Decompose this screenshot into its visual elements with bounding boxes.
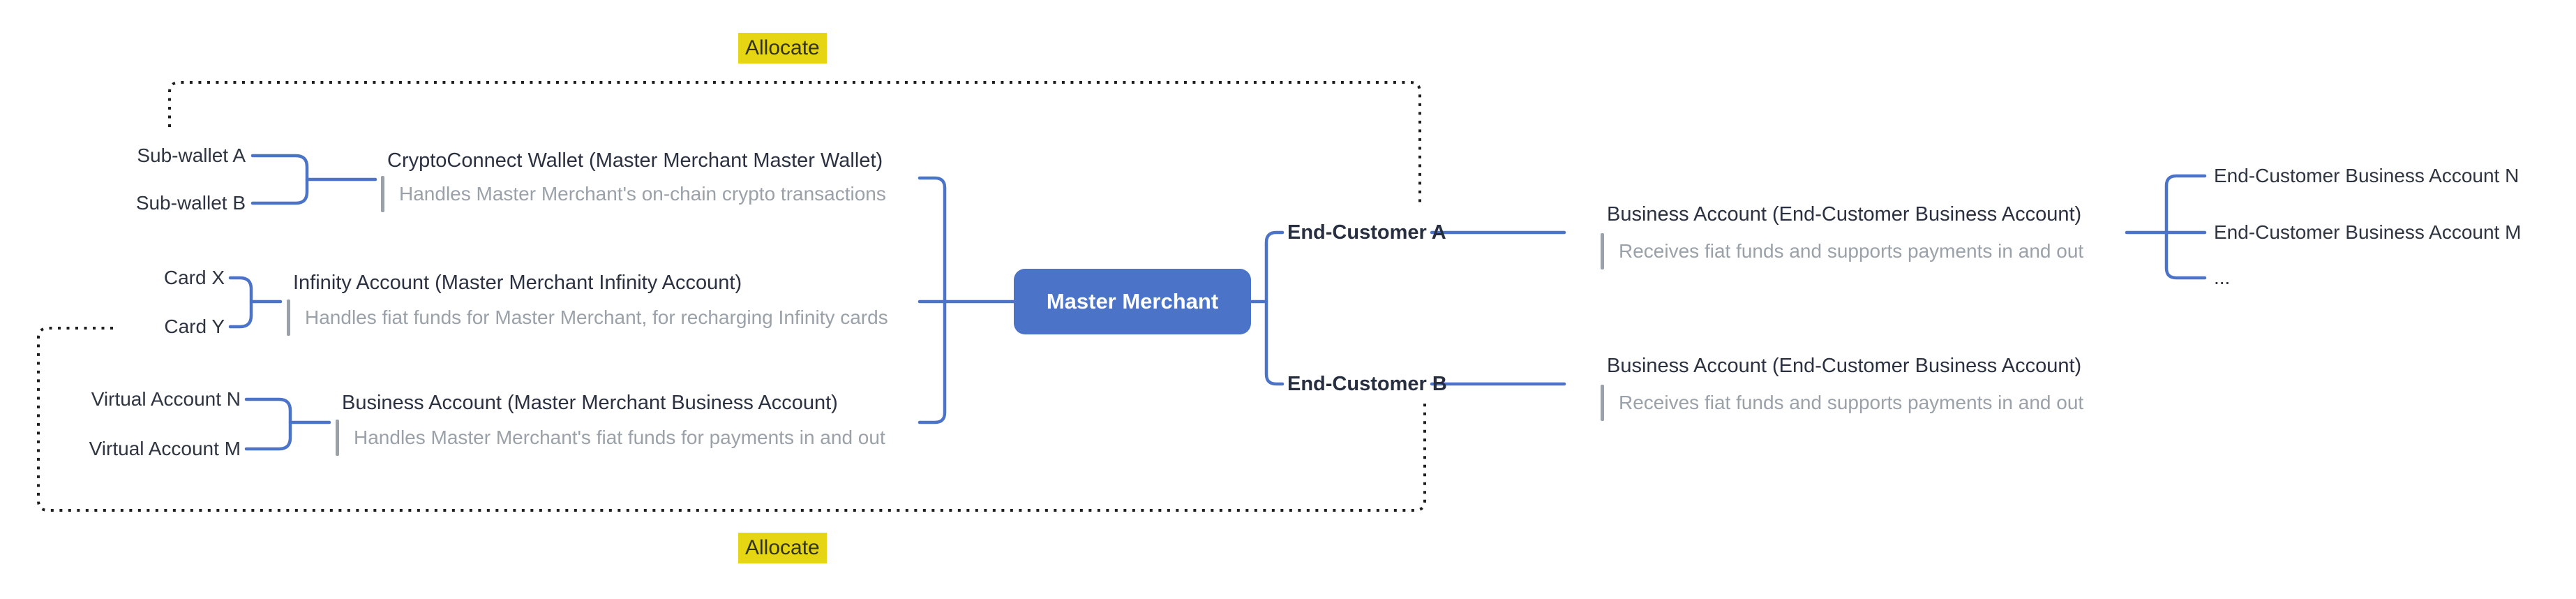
right-main-bracket: [1264, 230, 1285, 386]
allocate-label-bottom[interactable]: Allocate: [738, 533, 827, 563]
node-end-customer-a[interactable]: End-Customer A: [1287, 221, 1446, 244]
dotted-allocate-bottom-line: [37, 327, 1426, 512]
node-mm-business-account-title[interactable]: Business Account (Master Merchant Busine…: [342, 392, 838, 414]
node-end-customer-b[interactable]: End-Customer B: [1287, 373, 1447, 395]
node-ec-a-business-account-title[interactable]: Business Account (End-Customer Business …: [1607, 203, 2082, 225]
node-mm-business-account-subtitle: Handles Master Merchant's fiat funds for…: [354, 427, 885, 448]
node-virtual-account-n[interactable]: Virtual Account N: [91, 388, 241, 410]
subtitle-bar: [381, 176, 384, 212]
node-ec-business-account-ellipsis[interactable]: ...: [2214, 267, 2231, 288]
subaccounts-bracket: [2164, 174, 2207, 280]
node-card-y[interactable]: Card Y: [164, 316, 225, 337]
node-ec-a-business-account-subtitle: Receives fiat funds and supports payment…: [1619, 240, 2084, 262]
node-master-merchant[interactable]: Master Merchant: [1014, 269, 1251, 334]
master-merchant-label: Master Merchant: [1046, 289, 1219, 313]
node-ec-business-account-m[interactable]: End-Customer Business Account M: [2214, 221, 2522, 243]
subtitle-bar: [1601, 233, 1604, 269]
node-infinity-account-title[interactable]: Infinity Account (Master Merchant Infini…: [293, 272, 742, 294]
dotted-allocate-top-line: [168, 81, 1421, 205]
node-cryptoconnect-wallet-subtitle: Handles Master Merchant's on-chain crypt…: [399, 183, 886, 205]
subwallet-bracket: [250, 154, 309, 205]
node-cryptoconnect-wallet-title[interactable]: CryptoConnect Wallet (Master Merchant Ma…: [387, 149, 883, 172]
node-ec-b-business-account-subtitle: Receives fiat funds and supports payment…: [1619, 392, 2084, 413]
subtitle-bar: [287, 300, 290, 336]
node-infinity-account-subtitle: Handles fiat funds for Master Merchant, …: [305, 306, 888, 328]
allocate-label-top[interactable]: Allocate: [738, 33, 827, 64]
card-bracket: [228, 276, 253, 329]
virtual-account-bracket: [244, 397, 292, 451]
node-ec-business-account-n[interactable]: End-Customer Business Account N: [2214, 165, 2519, 186]
node-ec-b-business-account-title[interactable]: Business Account (End-Customer Business …: [1607, 355, 2082, 377]
node-sub-wallet-a[interactable]: Sub-wallet A: [137, 145, 246, 166]
subtitle-bar: [1601, 385, 1604, 421]
node-virtual-account-m[interactable]: Virtual Account M: [89, 438, 241, 459]
node-card-x[interactable]: Card X: [163, 267, 225, 288]
node-sub-wallet-b[interactable]: Sub-wallet B: [135, 192, 246, 214]
subtitle-bar: [336, 420, 339, 456]
